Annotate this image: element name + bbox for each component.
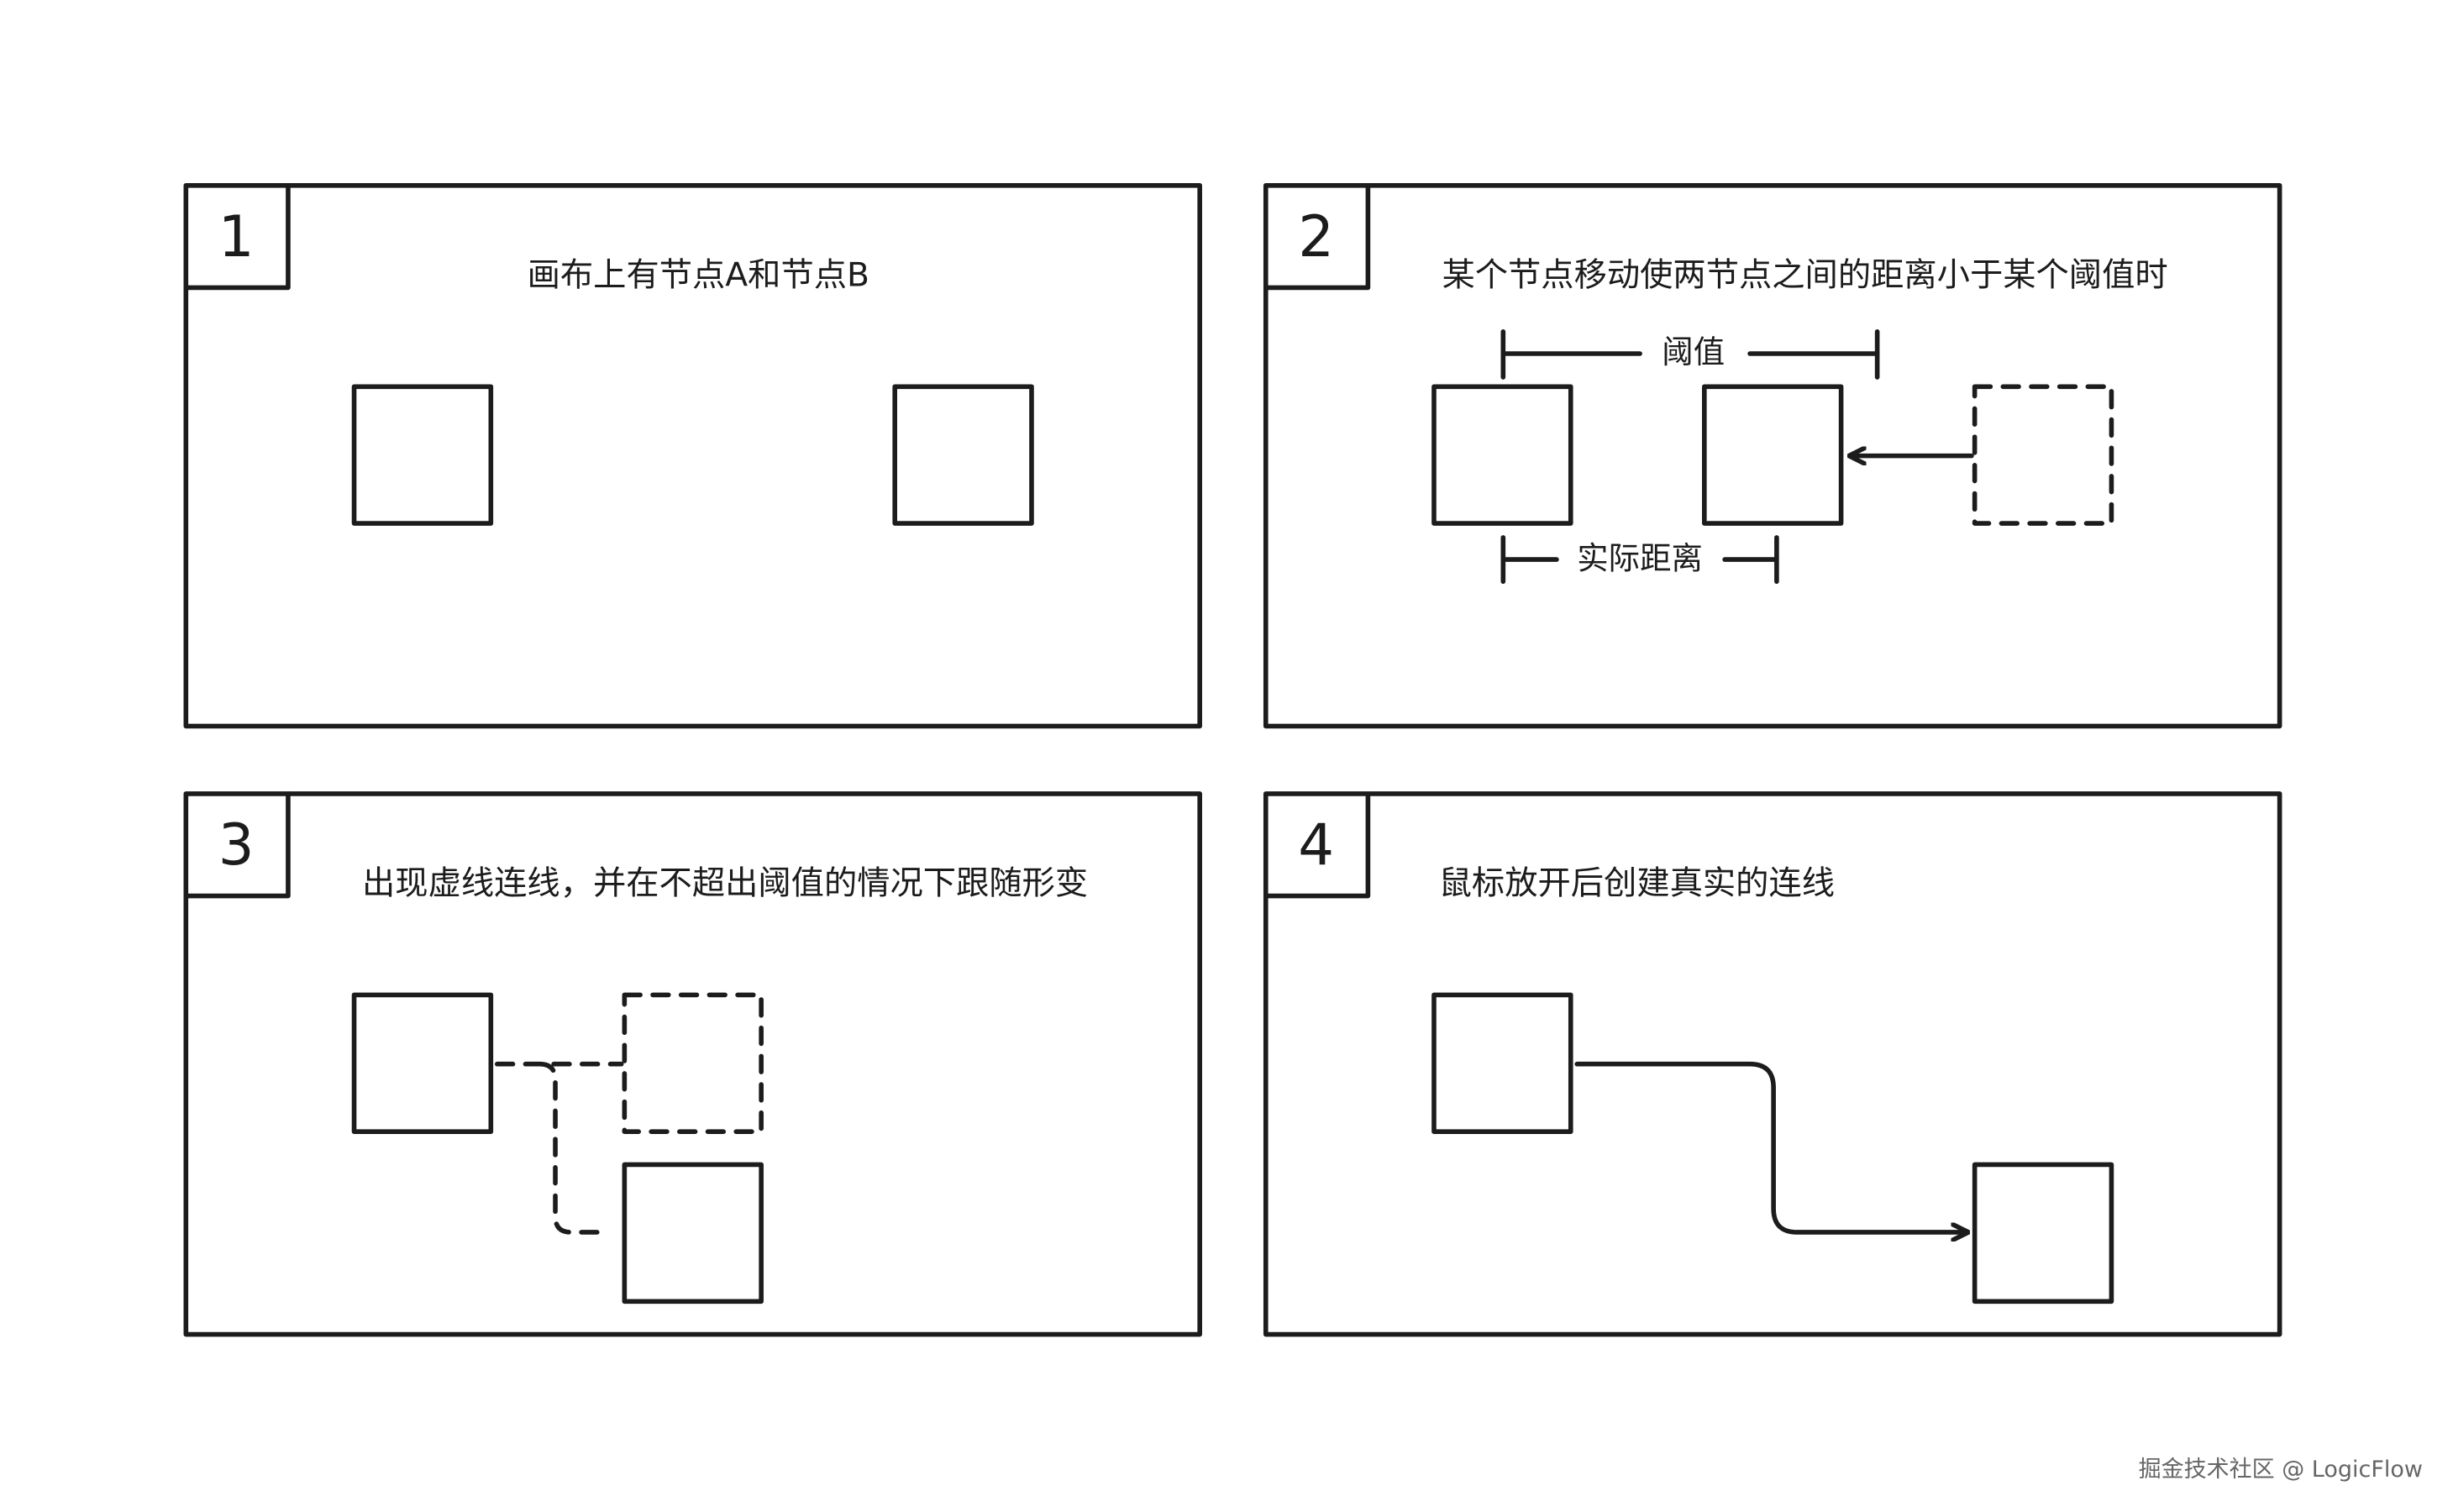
distance-bracket: [1500, 535, 1779, 585]
threshold-bracket: [1500, 328, 1880, 380]
panel-2-node-a: [1431, 384, 1573, 526]
panel-3-caption: 出现虚线连线，并在不超出阈值的情况下跟随形变: [362, 865, 1088, 903]
panel-3-frame: [183, 791, 1202, 1337]
panel-3: [183, 791, 1202, 1337]
panel-1: [183, 182, 1202, 729]
panel-1-node-a: [351, 384, 494, 526]
panel-3-number-box: [183, 791, 291, 899]
panel-2-number: 2: [1298, 203, 1334, 270]
panel-3-node-a: [351, 992, 494, 1135]
panel-4-node-a: [1431, 992, 1573, 1135]
panel-3-number: 3: [218, 811, 255, 878]
panel-1-frame: [183, 182, 1202, 729]
panel-4-number-box: [1263, 791, 1371, 899]
panel-2-node-b: [1702, 384, 1844, 526]
panel-3-node-b: [622, 1162, 764, 1305]
threshold-label: 阈值: [1662, 333, 1725, 370]
watermark: 掘金技术社区 @ LogicFlow: [2138, 1457, 2423, 1483]
panel-4: [1263, 791, 2282, 1337]
panel-2-node-b-origin-ghost: [1972, 384, 2114, 526]
panel-1-node-b: [892, 384, 1034, 526]
panel-2-frame: [1263, 182, 2282, 729]
panel-1-caption: 画布上有节点A和节点B: [528, 257, 869, 295]
panel-1-number: 1: [218, 203, 255, 270]
panel-4-node-b: [1972, 1162, 2114, 1305]
panel-4-frame: [1263, 791, 2282, 1337]
panel-4-real-edge: [1574, 1061, 1967, 1232]
panel-3-dashed-edge: [495, 1061, 624, 1235]
panel-4-number: 4: [1298, 811, 1334, 878]
panel-4-caption: 鼠标放开后创建真实的连线: [1439, 865, 1835, 903]
panel-1-number-box: [183, 182, 291, 291]
panel-3-node-b-ghost: [622, 992, 764, 1135]
panel-2-caption: 某个节点移动使两节点之间的距离小于某个阈值时: [1442, 257, 2167, 295]
panel-2-number-box: [1263, 182, 1371, 291]
distance-label: 实际距离: [1577, 539, 1703, 576]
